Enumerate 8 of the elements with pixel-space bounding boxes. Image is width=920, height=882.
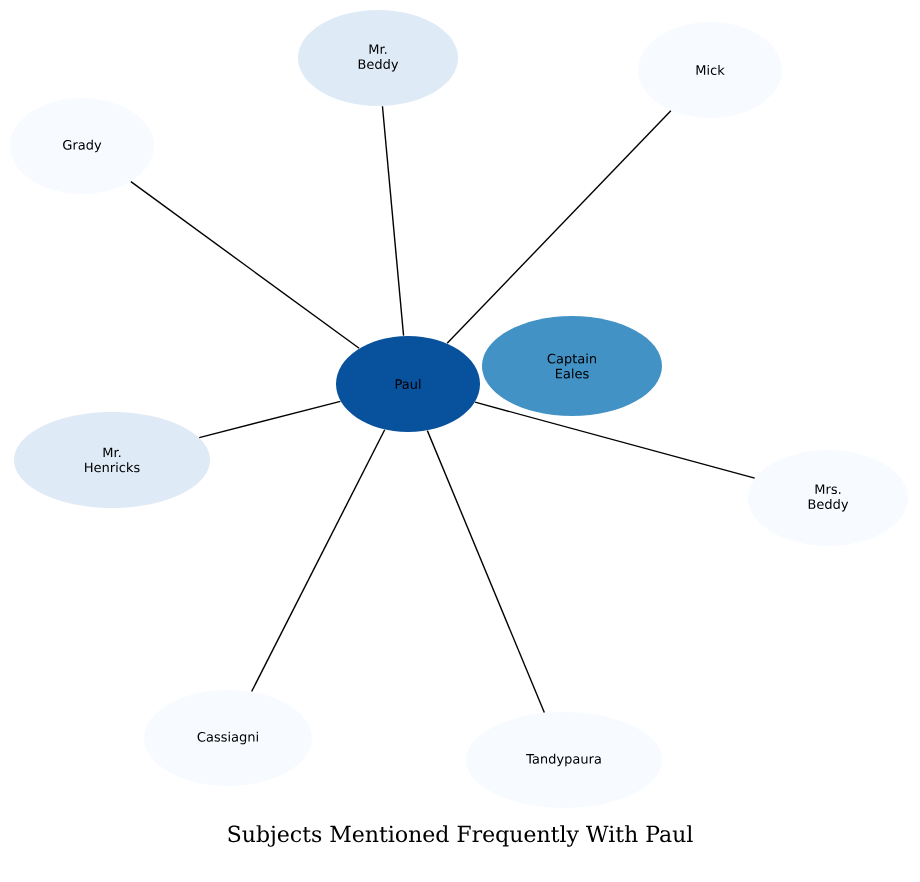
connector-line: [198, 400, 342, 439]
title: Subjects Mentioned Frequently With Paul: [228, 825, 693, 847]
connector-line: [130, 180, 360, 349]
connector-line: [381, 105, 405, 337]
connector-line: [250, 429, 386, 693]
connector-line: [446, 110, 672, 344]
connector-line: [474, 401, 756, 479]
connector-line: [426, 429, 546, 714]
